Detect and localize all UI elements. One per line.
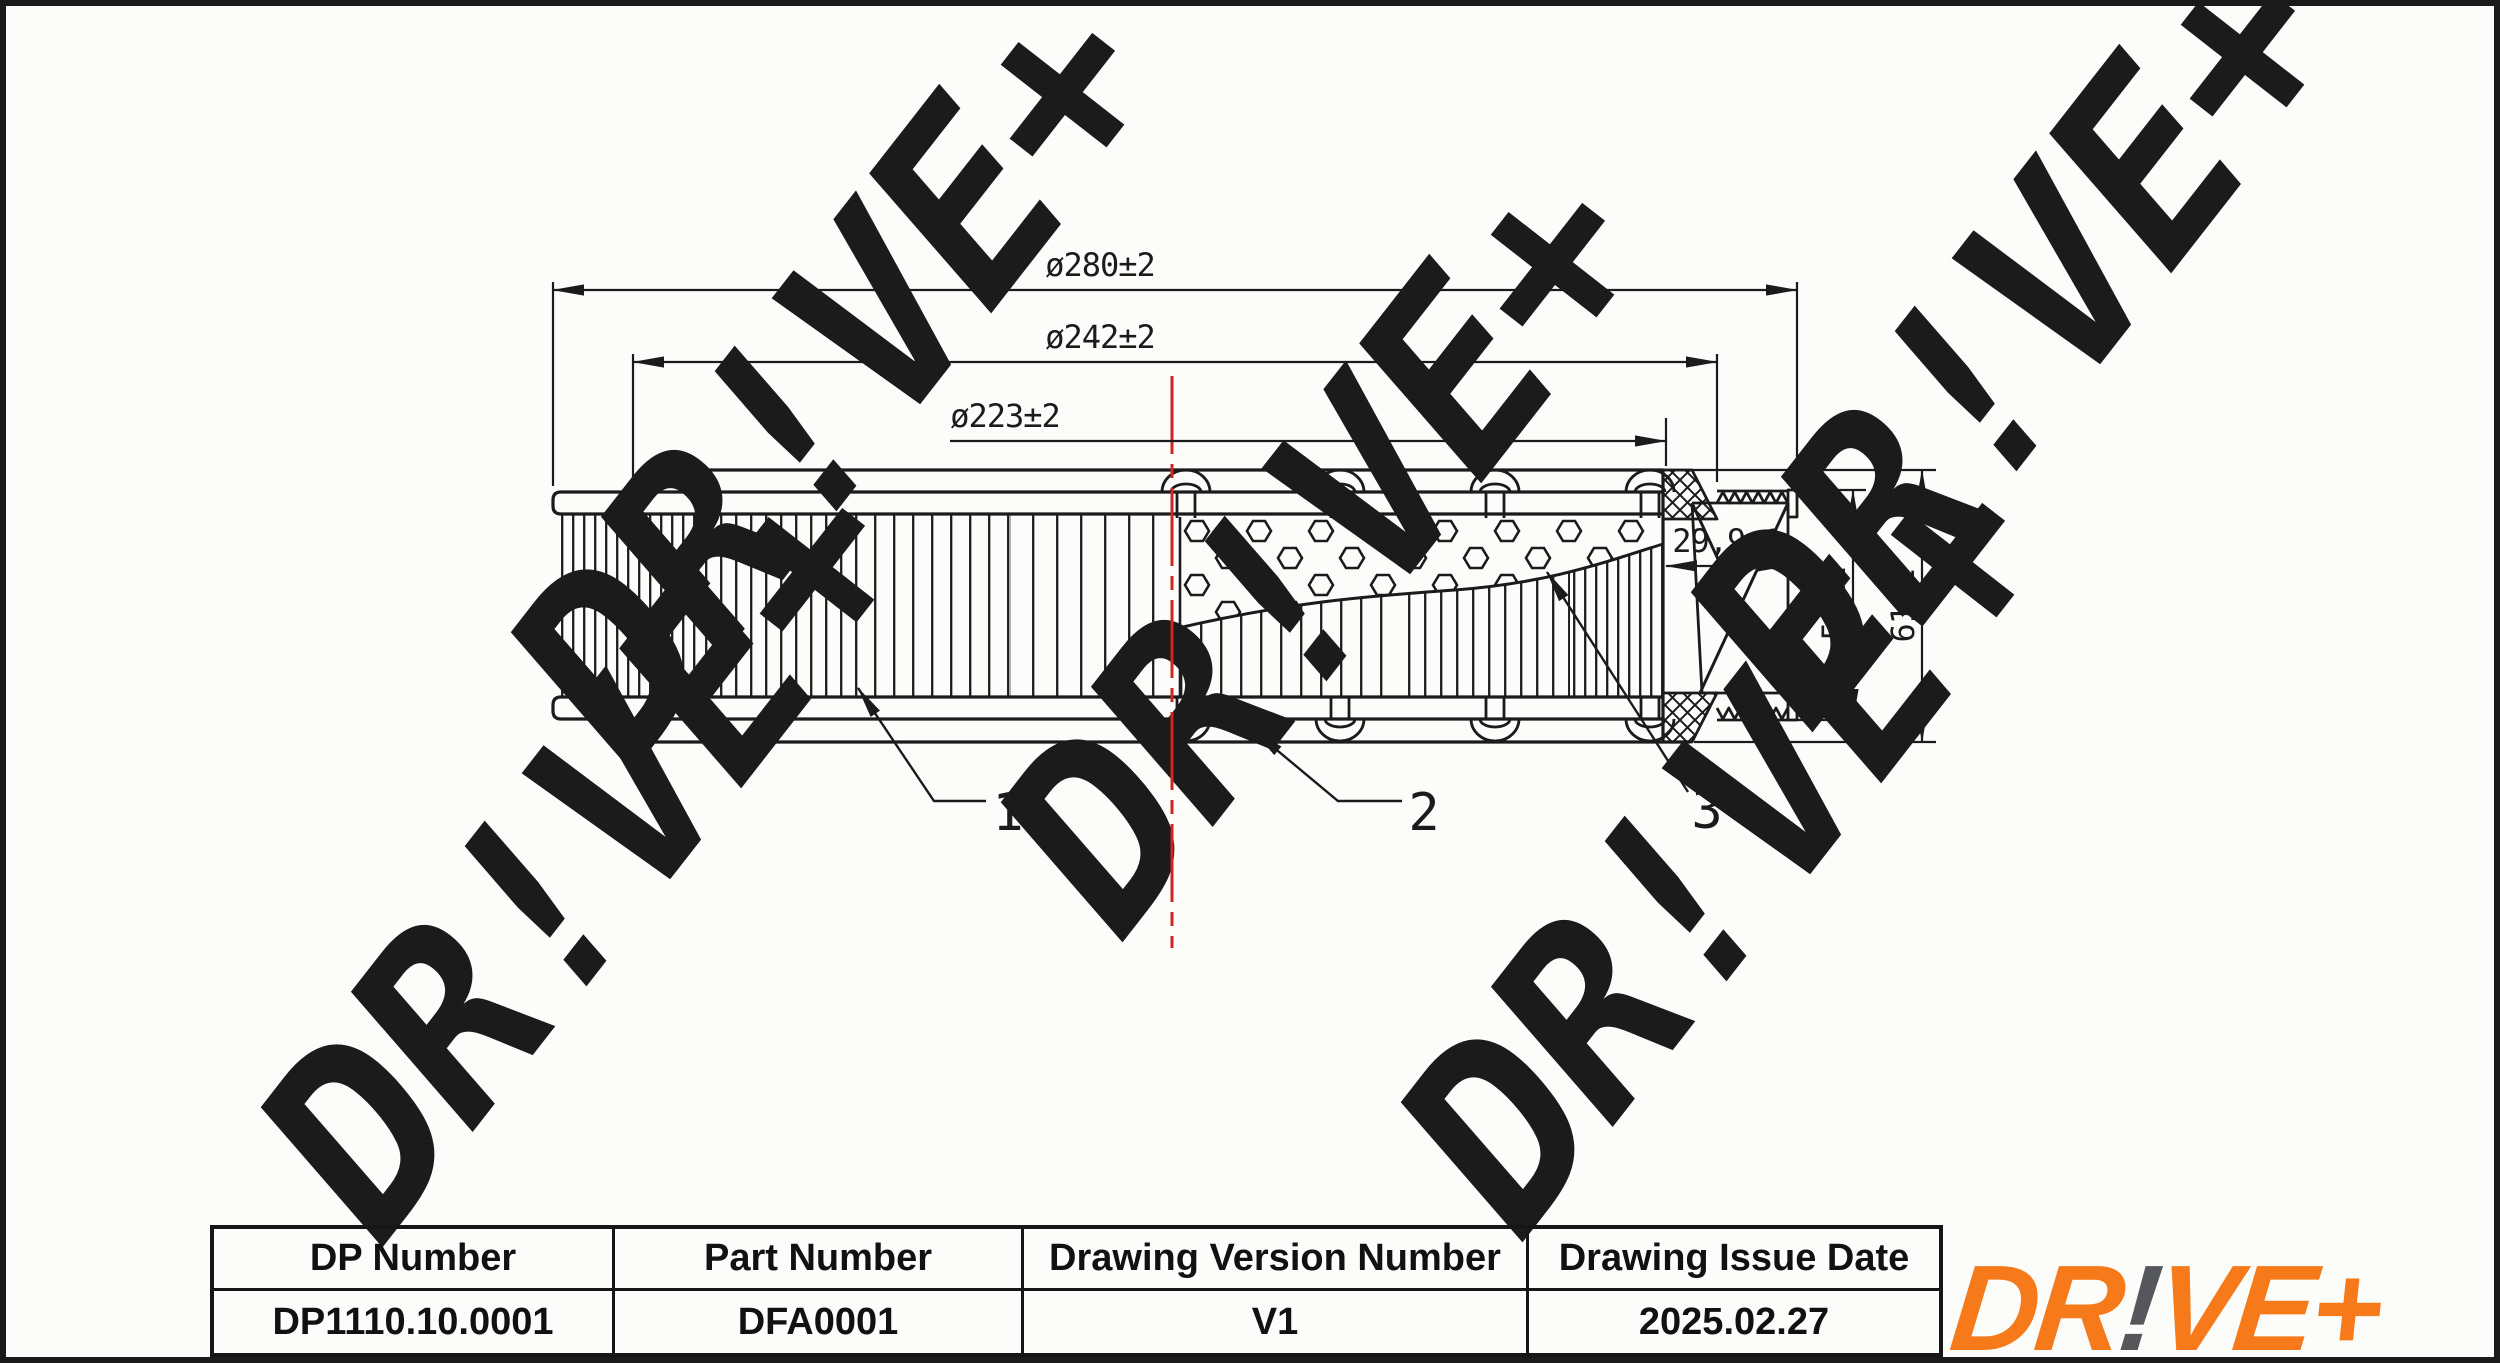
dim-mid-diameter: ø242±2 bbox=[1045, 318, 1155, 356]
bottom-rivet-domes bbox=[1160, 697, 1676, 743]
title-block-value-drawing-version: V1 bbox=[1024, 1291, 1529, 1353]
dimension-labels: ø280±2 ø242±2 ø223±2 29,9±1 52±1 61±1 bbox=[950, 246, 1922, 643]
brand-logo: DR!VE+ bbox=[1945, 1240, 2459, 1363]
title-block-header-part-number: Part Number bbox=[615, 1229, 1024, 1291]
title-block-header-drawing-version: Drawing Version Number bbox=[1024, 1229, 1529, 1291]
dimension-layer bbox=[551, 282, 1936, 744]
top-rivet-domes bbox=[1160, 468, 1676, 518]
pleated-media-left bbox=[558, 514, 1168, 697]
title-block-header-issue-date: Drawing Issue Date bbox=[1529, 1229, 1939, 1291]
title-block-value-part-number: DFA0001 bbox=[615, 1291, 1024, 1353]
title-block-header-dp-number: DP Number bbox=[214, 1229, 615, 1291]
callout-2-end-cap: 2 bbox=[1408, 783, 1439, 843]
brand-logo-dr: DR bbox=[1944, 1240, 2128, 1363]
dim-seal-height: 52±1 bbox=[1815, 567, 1853, 640]
dim-total-height: 61±1 bbox=[1884, 569, 1922, 642]
dim-inner-diameter: ø223±2 bbox=[950, 397, 1060, 435]
callout-1-pleats: 1 bbox=[992, 783, 1023, 843]
part-outline bbox=[551, 468, 1690, 744]
callout-layer: 1 2 3 bbox=[857, 571, 1723, 843]
brand-logo-ve-plus: VE+ bbox=[2149, 1240, 2387, 1363]
dim-seal-width: 29,9±1 bbox=[1672, 522, 1782, 560]
air-filter-part-view bbox=[551, 376, 1799, 948]
title-block: DP Number Part Number Drawing Version Nu… bbox=[210, 1225, 1943, 1357]
title-block-value-dp-number: DP1110.10.0001 bbox=[214, 1291, 615, 1353]
dim-outer-diameter: ø280±2 bbox=[1045, 246, 1155, 284]
title-block-value-issue-date: 2025.02.27 bbox=[1638, 1300, 1830, 1343]
callout-3-mesh: 3 bbox=[1691, 781, 1722, 841]
